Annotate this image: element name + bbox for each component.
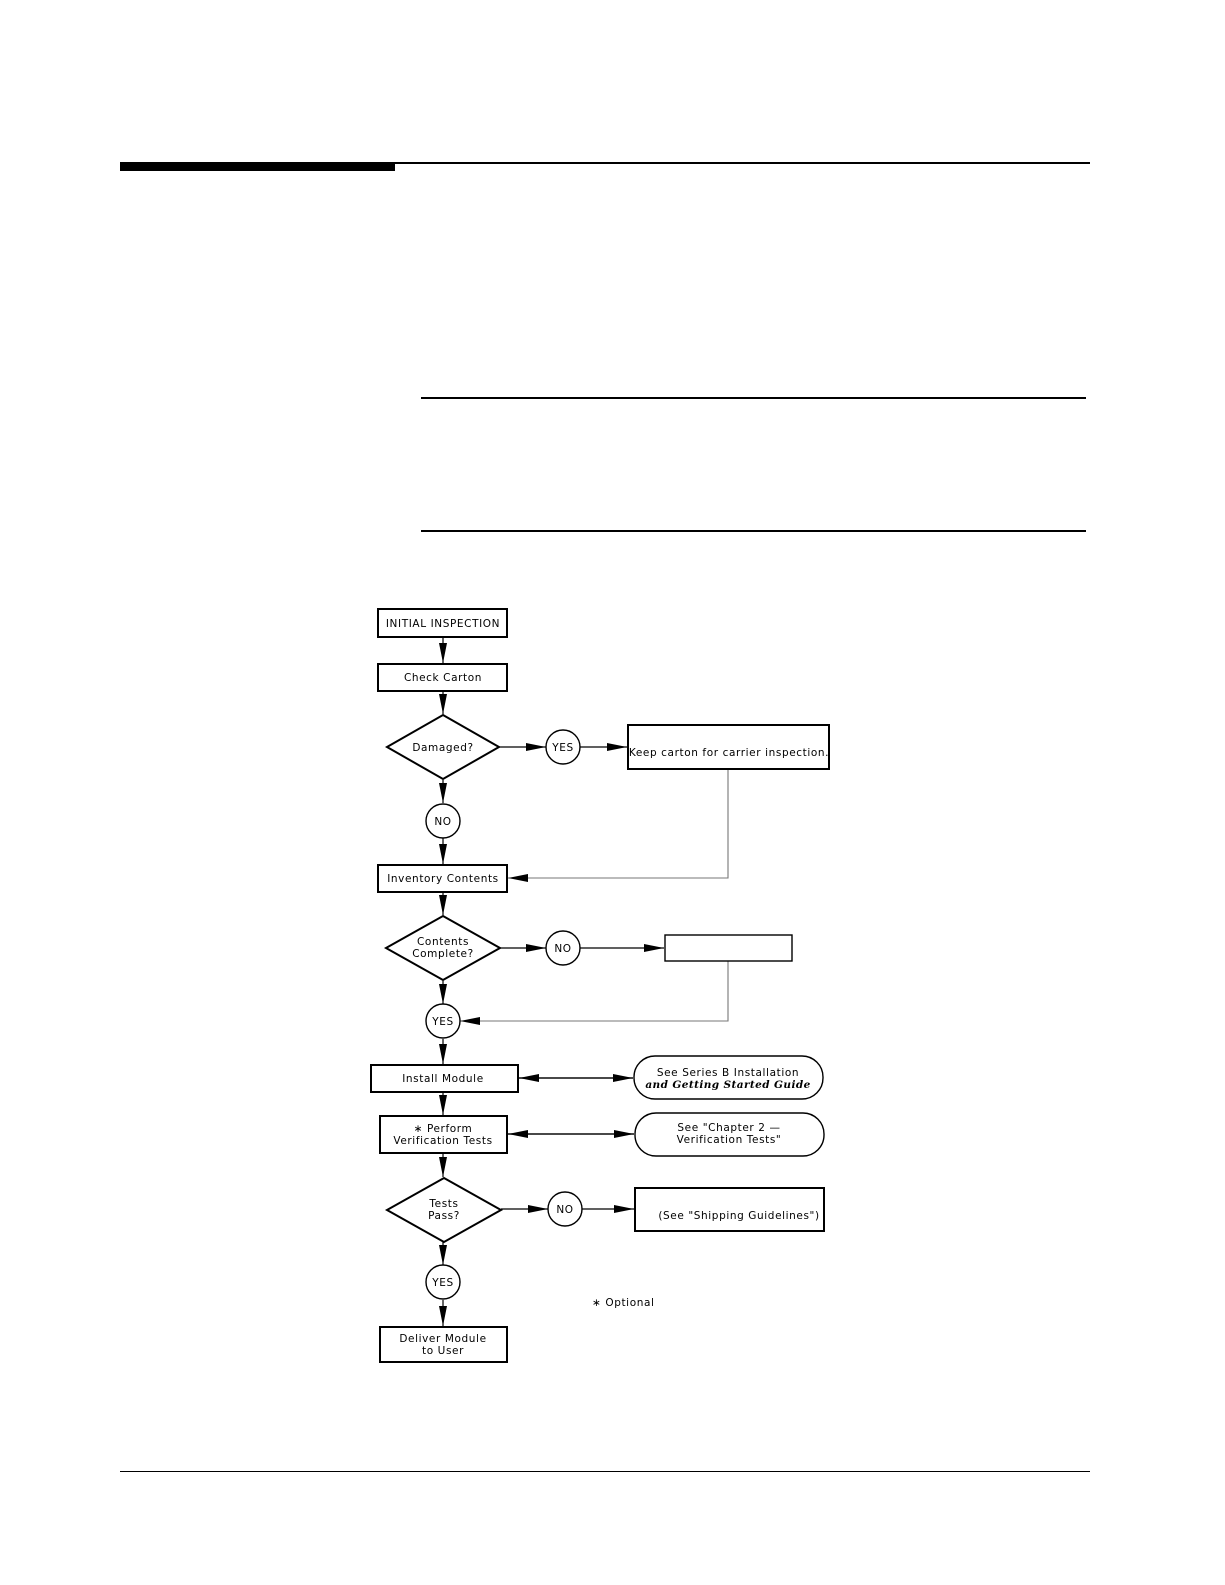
- connector-keep-to-inventory: [508, 769, 729, 882]
- contents-yes-connector: YES: [425, 1003, 461, 1039]
- connector-blank-to-yes: [460, 961, 729, 1025]
- contents-no-label: NO: [554, 943, 571, 955]
- damaged-yes-label: YES: [551, 742, 574, 754]
- install-module-box: Install Module: [370, 1064, 519, 1093]
- keep-carton-label: Keep carton for carrier inspection.: [629, 747, 829, 759]
- installation-guide-see: See: [657, 1067, 678, 1079]
- check-carton-box: Check Carton: [377, 663, 508, 692]
- tests-pass-line-1: Tests: [428, 1198, 458, 1210]
- installation-guide-line-1: See Series B Installation: [657, 1067, 799, 1079]
- damaged-no-connector: NO: [425, 803, 461, 839]
- chapter-2-line-1: See "Chapter 2 —: [677, 1122, 780, 1134]
- chapter-2-line-2: Verification Tests": [677, 1134, 782, 1146]
- note-rule-bottom: [421, 530, 1086, 532]
- tests-no-connector: NO: [547, 1191, 583, 1227]
- installation-guide-title-1: Series B Installation: [682, 1067, 799, 1079]
- inventory-box: Inventory Contents: [377, 864, 508, 893]
- installation-guide-ref: See Series B Installation and Getting St…: [633, 1055, 824, 1100]
- perform-tests-line-1: ∗ Perform: [414, 1123, 473, 1135]
- installation-guide-line-2: and Getting Started Guide: [645, 1079, 810, 1091]
- damaged-no-label: NO: [434, 816, 451, 828]
- tests-pass-line-2: Pass?: [428, 1210, 460, 1222]
- damaged-yes-connector: YES: [545, 729, 581, 765]
- keep-carton-box: Keep carton for carrier inspection.: [627, 724, 830, 770]
- install-module-label: Install Module: [402, 1073, 484, 1085]
- footer-rule: [120, 1471, 1090, 1472]
- deliver-module-line-2: to User: [422, 1345, 464, 1357]
- connectors: [439, 638, 729, 1326]
- optional-note: ∗ Optional: [592, 1297, 655, 1309]
- tests-no-label: NO: [556, 1204, 573, 1216]
- contents-incomplete-box: [664, 934, 793, 962]
- start-box: INITIAL INSPECTION: [377, 608, 508, 638]
- start-label: INITIAL INSPECTION: [386, 618, 500, 630]
- damaged-decision: Damaged?: [384, 713, 502, 781]
- contents-no-connector: NO: [545, 930, 581, 966]
- header-thick-bar: [120, 163, 395, 171]
- perform-tests-line-2: Verification Tests: [393, 1135, 492, 1147]
- tests-yes-label: YES: [431, 1277, 454, 1289]
- inventory-label: Inventory Contents: [387, 873, 499, 885]
- shipping-guidelines-box: (See "Shipping Guidelines"): [634, 1187, 825, 1232]
- check-carton-label: Check Carton: [404, 672, 482, 684]
- perform-tests-box: ∗ Perform Verification Tests: [379, 1115, 508, 1154]
- tests-yes-connector: YES: [425, 1264, 461, 1300]
- contents-yes-label: YES: [431, 1016, 454, 1028]
- header-rule: [120, 162, 1090, 164]
- contents-complete-line-2: Complete?: [412, 948, 474, 960]
- tests-pass-decision: Tests Pass?: [384, 1176, 504, 1244]
- shipping-guidelines-label: (See "Shipping Guidelines"): [658, 1210, 819, 1222]
- deliver-module-box: Deliver Module to User: [379, 1326, 508, 1363]
- deliver-module-line-1: Deliver Module: [399, 1333, 486, 1345]
- note-rule-top: [421, 397, 1086, 399]
- chapter-2-ref: See "Chapter 2 — Verification Tests": [634, 1112, 825, 1157]
- damaged-label: Damaged?: [412, 742, 473, 754]
- contents-complete-line-1: Contents: [417, 936, 469, 948]
- contents-complete-decision: Contents Complete?: [383, 914, 503, 982]
